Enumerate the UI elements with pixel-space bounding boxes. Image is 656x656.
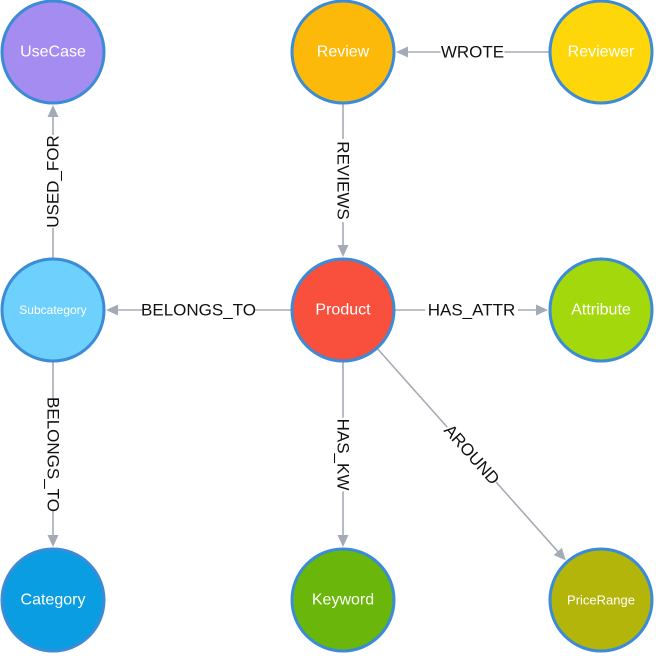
node-circle[interactable]: [290, 547, 396, 653]
edge-subcategory-to-category: BELONGS_TO: [44, 362, 63, 547]
node-label: UseCase: [20, 44, 86, 61]
node-category[interactable]: Category: [0, 547, 106, 653]
node-label: Attribute: [571, 302, 631, 319]
edge-line: [376, 348, 448, 428]
edge-label: HAS_KW: [334, 419, 353, 491]
node-reviewer[interactable]: Reviewer: [548, 0, 654, 105]
node-use-case[interactable]: UseCase: [0, 0, 106, 105]
arrow-head: [337, 535, 349, 547]
node-label: Product: [315, 302, 371, 319]
edge-line: [495, 481, 560, 554]
node-label: PriceRange: [567, 593, 635, 608]
node-circle[interactable]: [290, 0, 396, 105]
arrow-head: [536, 304, 548, 316]
node-keyword[interactable]: Keyword: [290, 547, 396, 653]
node-attribute[interactable]: Attribute: [548, 257, 654, 363]
edge-product-to-keyword: HAS_KW: [334, 362, 353, 547]
node-subcategory[interactable]: Subcategory: [0, 257, 106, 363]
arrow-head: [337, 245, 349, 257]
edge-reviewer-to-review: WROTE: [396, 43, 549, 62]
arrow-head: [47, 105, 59, 117]
edge-label: BELONGS_TO: [141, 301, 256, 320]
edge-label: WROTE: [441, 43, 504, 62]
node-circle[interactable]: [548, 547, 654, 653]
arrow-head: [106, 304, 118, 316]
edge-label: AROUND: [440, 421, 503, 489]
node-product[interactable]: Product: [290, 257, 396, 363]
node-label: Review: [317, 44, 370, 61]
arrow-head: [553, 547, 566, 561]
node-circle[interactable]: [290, 257, 396, 363]
node-circle[interactable]: [548, 257, 654, 363]
node-label: Reviewer: [568, 44, 635, 61]
edge-label: HAS_ATTR: [428, 301, 516, 320]
node-label: Keyword: [312, 592, 374, 609]
edge-label: USED_FOR: [44, 135, 63, 228]
node-circle[interactable]: [0, 0, 106, 105]
node-review[interactable]: Review: [290, 0, 396, 105]
node-label: Category: [21, 592, 86, 609]
node-label: Subcategory: [19, 303, 86, 317]
node-circle[interactable]: [548, 0, 654, 105]
edge-review-to-product: REVIEWS: [334, 104, 353, 257]
edge-product-to-attribute: HAS_ATTR: [395, 301, 548, 320]
edge-subcategory-to-use-case: USED_FOR: [44, 105, 63, 258]
edge-product-to-price-range: AROUND: [376, 348, 566, 561]
edge-product-to-subcategory: BELONGS_TO: [106, 301, 291, 320]
node-circle[interactable]: [0, 257, 106, 363]
arrow-head: [396, 46, 408, 58]
node-price-range[interactable]: PriceRange: [548, 547, 654, 653]
edge-label: BELONGS_TO: [44, 397, 63, 512]
edge-label: REVIEWS: [334, 141, 353, 219]
arrow-head: [47, 535, 59, 547]
node-circle[interactable]: [0, 547, 106, 653]
